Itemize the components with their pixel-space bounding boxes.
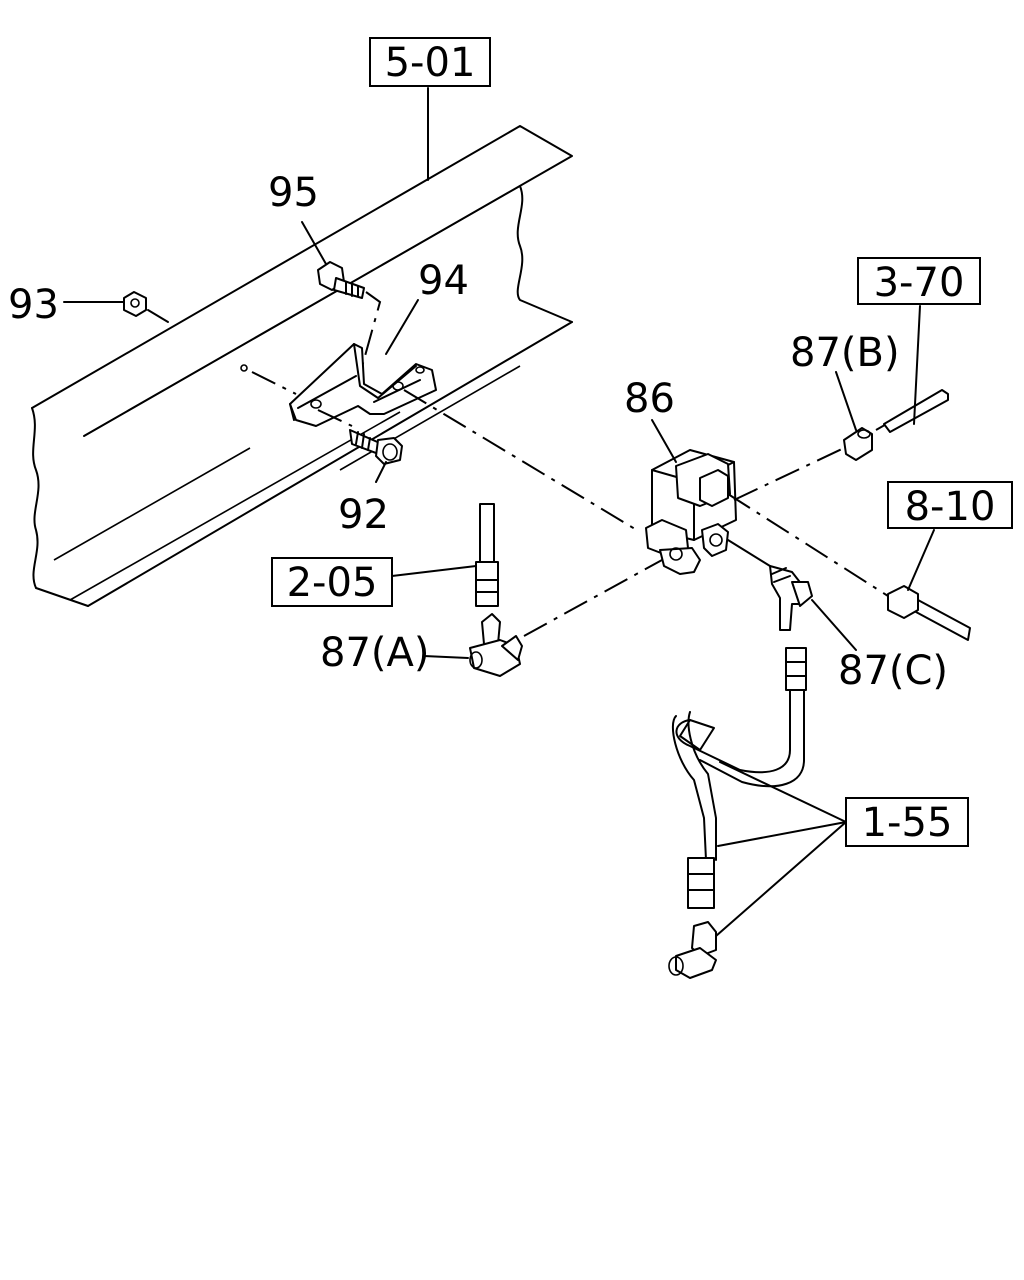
fitting-87b — [733, 389, 949, 501]
frame-rail — [31, 125, 573, 607]
center-line-bracket-valve — [403, 389, 641, 533]
ref-box-8-10[interactable]: 8-10 — [887, 481, 1013, 530]
svg-text:8-10: 8-10 — [905, 484, 996, 530]
fitting-87c — [727, 539, 813, 631]
label-87c: 87(C) — [838, 648, 948, 694]
fitting-87a — [469, 559, 663, 677]
label-94: 94 — [418, 258, 469, 304]
bolt-92 — [317, 409, 403, 465]
label-86: 86 — [624, 376, 675, 422]
svg-text:1-55: 1-55 — [862, 800, 953, 846]
label-95: 95 — [268, 170, 319, 216]
svg-text:2-05: 2-05 — [287, 560, 378, 606]
valve-86 — [645, 449, 737, 575]
pipes-1-55 — [668, 647, 807, 979]
ref-box-5-01[interactable]: 5-01 — [369, 37, 491, 87]
bolt-95 — [317, 261, 382, 375]
label-87a: 87(A) — [320, 630, 429, 676]
harness-8-10 — [727, 493, 971, 641]
hose-2-05 — [475, 503, 499, 607]
ref-box-1-55[interactable]: 1-55 — [845, 797, 969, 847]
label-92: 92 — [338, 492, 389, 538]
svg-text:3-70: 3-70 — [874, 260, 965, 306]
svg-text:5-01: 5-01 — [385, 40, 476, 86]
label-93: 93 — [8, 282, 59, 328]
ref-box-2-05[interactable]: 2-05 — [271, 557, 393, 607]
label-87b: 87(B) — [790, 330, 900, 376]
bracket-94 — [240, 343, 437, 427]
ref-box-3-70[interactable]: 3-70 — [857, 257, 981, 306]
nut-93 — [123, 291, 169, 323]
leader-lines — [63, 87, 935, 937]
